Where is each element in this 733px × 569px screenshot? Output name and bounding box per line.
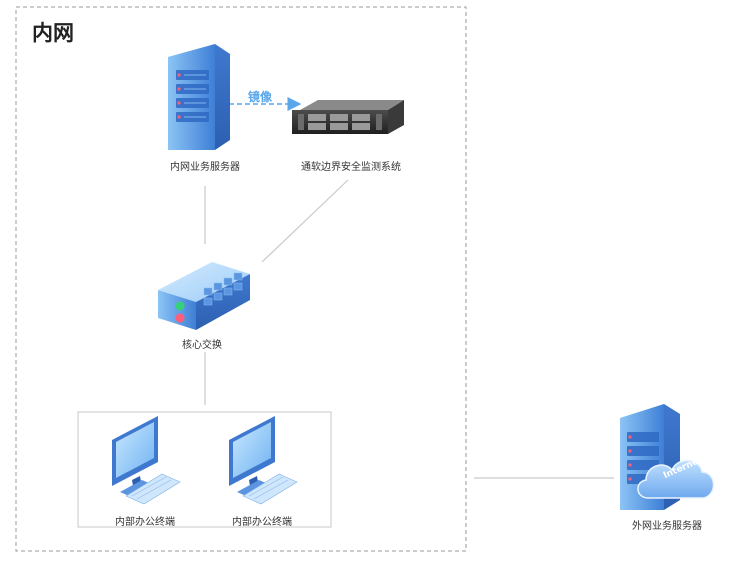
monitor-system-label: 通软边界安全监测系统 xyxy=(301,162,401,173)
core-switch-icon xyxy=(158,262,250,330)
intranet-zone-border xyxy=(15,6,467,552)
core-switch-label: 核心交换 xyxy=(182,340,222,351)
internal-server-label: 内网业务服务器 xyxy=(170,162,240,173)
internal-server-icon xyxy=(168,44,230,150)
external-server-label: 外网业务服务器 xyxy=(632,521,702,532)
cloud-icon xyxy=(637,459,715,499)
mirror-edge-label: 镜像 xyxy=(248,90,273,104)
monitor-appliance-icon xyxy=(292,100,404,134)
intranet-zone-title: 内网 xyxy=(32,21,74,45)
edge-monitor-to-switch xyxy=(261,179,349,263)
terminals-group-box xyxy=(77,411,332,528)
terminal-2-label: 内部办公终端 xyxy=(232,517,292,528)
terminal-1-icon xyxy=(112,416,181,505)
terminal-2-icon xyxy=(229,416,298,505)
terminal-1-label: 内部办公终端 xyxy=(115,517,175,528)
